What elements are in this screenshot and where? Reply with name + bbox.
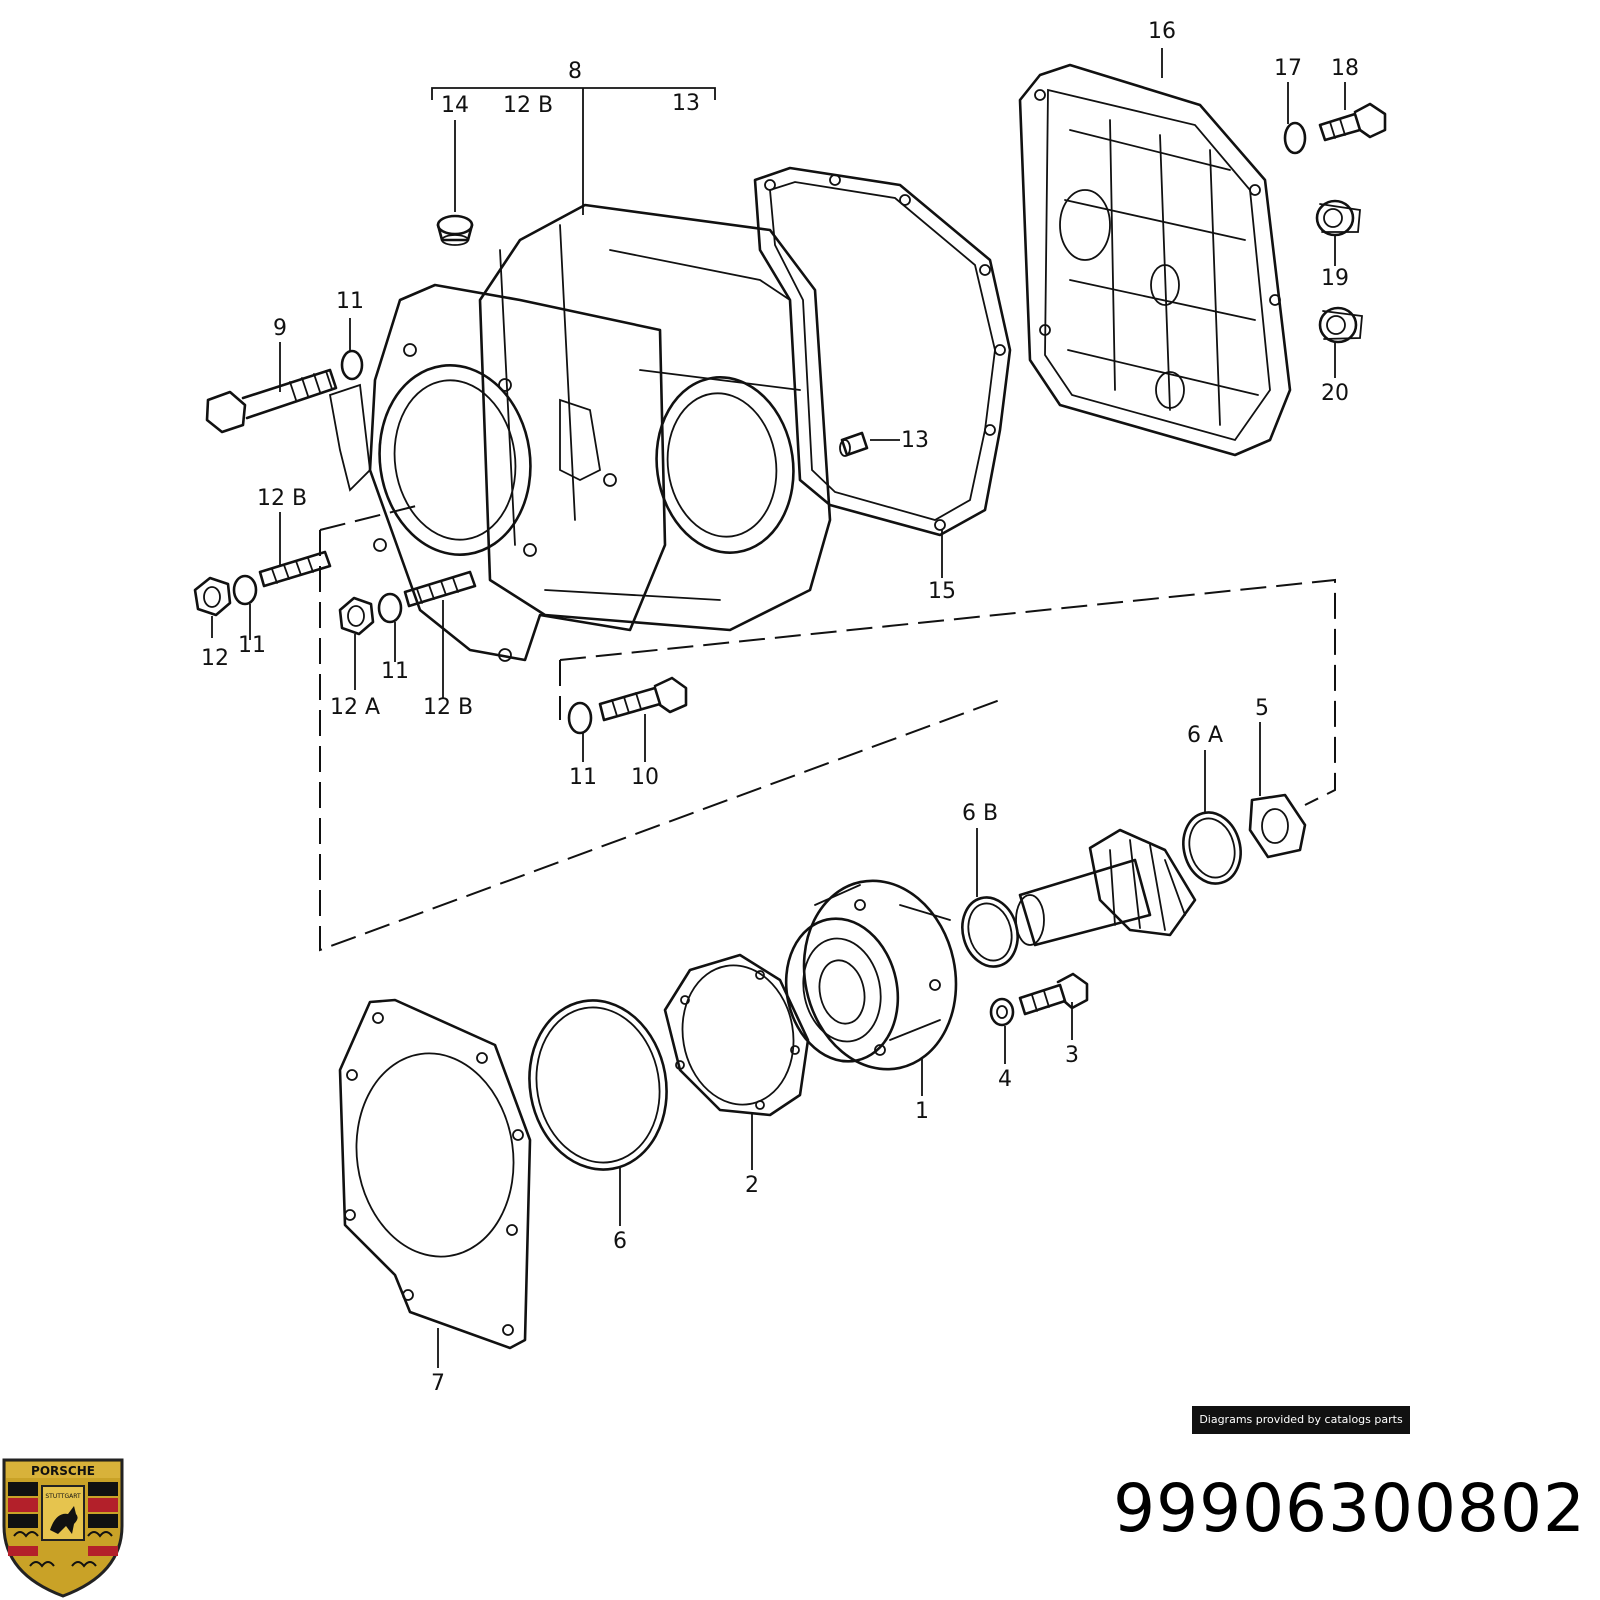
callout-5: 5	[1255, 696, 1269, 721]
callout-14: 14	[441, 93, 469, 118]
horse-icon	[50, 1506, 78, 1534]
callout-7: 7	[431, 1371, 445, 1396]
callout-12b-mid: 12 B	[423, 695, 473, 720]
assembly-dashed-outline	[319, 504, 1336, 952]
callout-15: 15	[928, 579, 956, 604]
pinion-gear-shaft	[1015, 828, 1197, 947]
bolt-part-9	[205, 368, 338, 434]
callout-11-top: 11	[336, 289, 364, 314]
bolt-part-10	[598, 676, 688, 722]
callout-19: 19	[1321, 266, 1349, 291]
callout-20: 20	[1321, 381, 1349, 406]
callout-13-mid: 13	[901, 428, 929, 453]
callout-18: 18	[1331, 56, 1359, 81]
callout-labels: 8 14 12 B 13 9 11 12 B 12 11 11 12 A 12 …	[201, 19, 1359, 1396]
washer-part-11b	[232, 574, 258, 606]
callout-12b-top: 12 B	[503, 93, 553, 118]
porsche-crest-logo: PORSCHE STUTTGART	[2, 1458, 124, 1598]
washer-part-4	[989, 997, 1015, 1027]
part-number: 99906300802	[1113, 1470, 1586, 1547]
crest-city-text: STUTTGART	[45, 1493, 81, 1500]
washer-part-11d	[567, 701, 593, 735]
shim-plate-part-2	[663, 953, 810, 1117]
diagram-credit: Diagrams provided by catalogs parts	[1192, 1406, 1410, 1434]
washer-part-11c	[377, 592, 403, 624]
nut-part-5	[1248, 793, 1307, 859]
callout-2: 2	[745, 1173, 759, 1198]
stud-part-12b-left	[258, 550, 332, 588]
callout-3: 3	[1065, 1043, 1079, 1068]
callout-1: 1	[915, 1099, 929, 1124]
nut-part-12	[193, 576, 232, 617]
callout-4: 4	[998, 1067, 1012, 1092]
o-ring-part-6a	[1182, 811, 1242, 885]
bearing-housing-part-1	[784, 879, 958, 1071]
callout-6: 6	[613, 1229, 627, 1254]
cover-gasket-part-15	[753, 166, 1012, 537]
crest-brand-text: PORSCHE	[31, 1464, 95, 1478]
callout-12a: 12 A	[330, 695, 380, 720]
breather-cap-part-14	[436, 214, 474, 246]
dowel-pin-part-13	[839, 431, 869, 457]
callout-13-top: 13	[672, 91, 700, 116]
plug-part-19	[1315, 199, 1361, 237]
callout-12b-left: 12 B	[257, 486, 307, 511]
callout-12: 12	[201, 646, 229, 671]
side-cover-part-16	[1018, 63, 1292, 457]
callout-6a: 6 A	[1187, 723, 1223, 748]
callout-11-left: 11	[238, 633, 266, 658]
stud-part-12b-mid	[403, 570, 477, 608]
callout-6b: 6 B	[962, 801, 998, 826]
callout-8: 8	[568, 59, 582, 84]
bolt-part-3	[1018, 972, 1089, 1016]
gasket-part-7	[338, 998, 532, 1350]
callout-10: 10	[631, 765, 659, 790]
gearbox-housing	[328, 203, 832, 662]
plug-part-20	[1318, 306, 1363, 344]
leader-lines	[211, 48, 1346, 1368]
washer-part-11a	[340, 349, 364, 381]
o-ring-part-6	[528, 999, 668, 1171]
o-ring-part-6b	[961, 896, 1019, 968]
nut-part-12a	[338, 596, 375, 636]
callout-11-bottom: 11	[569, 765, 597, 790]
callout-11-mid: 11	[381, 659, 409, 684]
bolt-part-18	[1318, 102, 1387, 142]
washer-part-17	[1283, 121, 1307, 155]
callout-9: 9	[273, 316, 287, 341]
callout-16: 16	[1148, 19, 1176, 44]
callout-17: 17	[1274, 56, 1302, 81]
